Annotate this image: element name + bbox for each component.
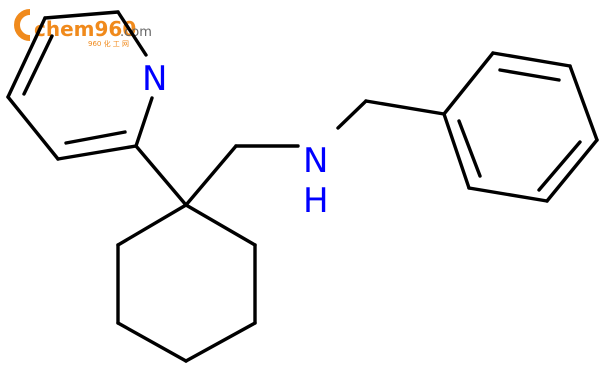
bond: [457, 119, 482, 178]
bond: [116, 321, 188, 363]
bond: [134, 144, 188, 207]
bond: [22, 34, 54, 96]
bond: [537, 140, 582, 192]
bond: [56, 144, 138, 161]
bond: [336, 99, 368, 130]
bond: [491, 51, 572, 68]
bond: [184, 203, 257, 247]
bond: [6, 16, 47, 99]
bond: [116, 203, 188, 247]
bond: [442, 112, 471, 190]
bond: [442, 51, 495, 116]
bond: [116, 10, 148, 57]
bond: [498, 68, 561, 82]
amine-hydrogen-label: H: [303, 181, 329, 221]
logo-c-icon: [14, 9, 31, 41]
bond: [64, 130, 127, 145]
pyridine-nitrogen-label: N: [142, 59, 167, 99]
cyclohexane-ring: [116, 203, 257, 363]
bond: [184, 321, 257, 363]
benzene-ring: [442, 51, 599, 203]
pyridine-ring: [6, 10, 154, 161]
bond: [545, 138, 599, 203]
bond: [184, 144, 238, 207]
bond: [364, 99, 446, 116]
amine-nitrogen-label: N: [303, 141, 328, 181]
bond: [568, 64, 599, 142]
logo-tagline: 960 化 工 网: [88, 39, 129, 48]
bond: [134, 96, 154, 148]
bond: [6, 95, 60, 161]
bond: [43, 10, 120, 20]
bond: [467, 186, 549, 203]
